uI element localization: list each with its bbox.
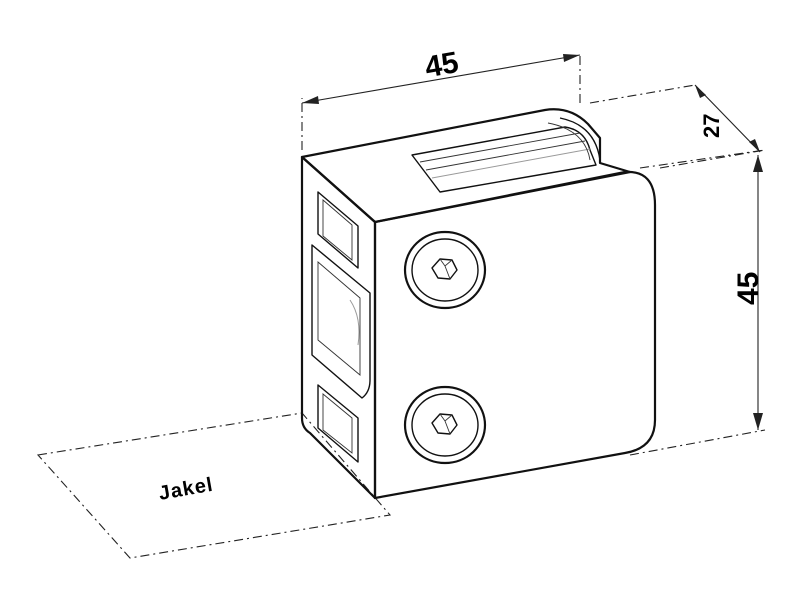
- width-dimension: 45: [301, 46, 581, 150]
- glass-slot: [411, 126, 597, 193]
- depth-dimension: 27: [589, 84, 766, 169]
- height-value: 45: [732, 272, 765, 305]
- label-text: Jakel: [157, 474, 215, 505]
- label-plane: Jakel: [36, 412, 392, 559]
- side-cutouts: [311, 191, 371, 463]
- height-dimension: 45: [629, 149, 766, 456]
- lower-screw: [403, 385, 487, 465]
- depth-value: 27: [699, 114, 724, 138]
- side-face: [300, 155, 377, 500]
- width-value: 45: [422, 46, 461, 84]
- front-face: [373, 170, 657, 500]
- glass-clamp: [300, 108, 657, 500]
- top-face: [300, 108, 632, 224]
- upper-screw: [403, 230, 487, 310]
